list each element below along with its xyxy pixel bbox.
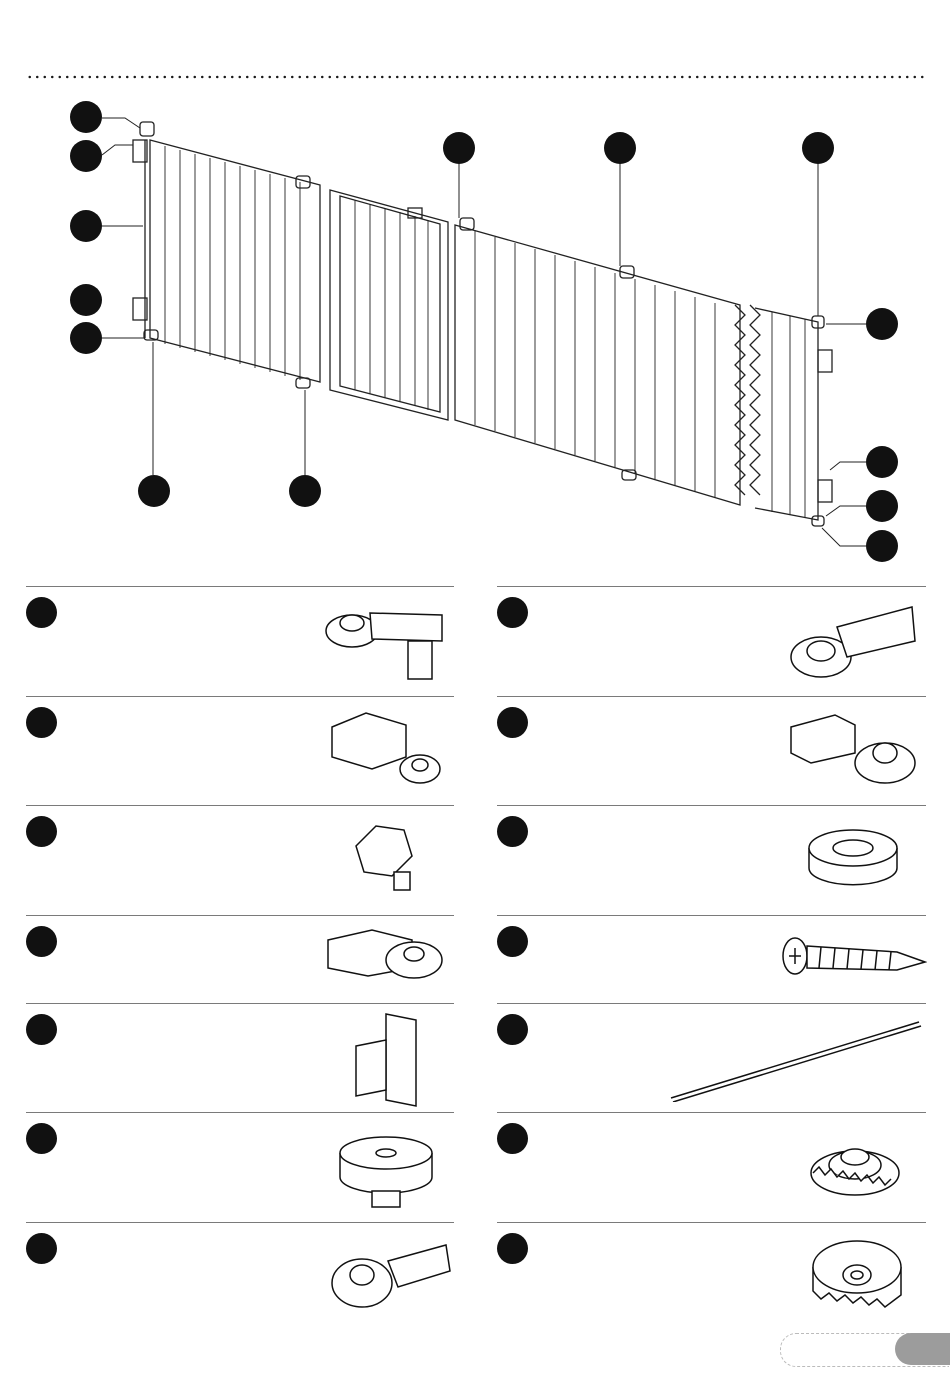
part-marker (26, 1014, 57, 1045)
round-foot-icon (332, 1133, 442, 1213)
part-marker (26, 926, 57, 957)
pivot-bracket-icon (326, 1231, 456, 1311)
part-cell (497, 1112, 926, 1222)
serrated-cup-icon (807, 1231, 907, 1321)
part-marker (26, 1123, 57, 1154)
page-number-tab (895, 1333, 950, 1365)
part-cell (497, 805, 926, 915)
part-marker (26, 707, 57, 738)
part-cell (26, 696, 454, 806)
part-cell (26, 1112, 454, 1222)
wall-cup-icon (346, 1010, 426, 1108)
connector-bracket-icon (785, 707, 920, 792)
part-marker (497, 707, 528, 738)
screw-icon (777, 930, 927, 990)
rod-icon (667, 1018, 927, 1102)
part-cell (26, 586, 454, 696)
knob-screw-icon (346, 816, 426, 896)
part-cell (497, 1222, 926, 1332)
part-marker (26, 1233, 57, 1264)
serrated-gear-icon (807, 1129, 907, 1209)
gear-hinge-bracket-icon (322, 924, 452, 999)
part-marker (497, 1233, 528, 1264)
part-cell (497, 586, 926, 696)
part-marker (497, 926, 528, 957)
gate-assembly-illustration (0, 90, 950, 570)
part-cell (497, 1003, 926, 1113)
part-marker (497, 597, 528, 628)
part-cell (26, 1222, 454, 1332)
part-marker (497, 1123, 528, 1154)
clip-bracket-icon (326, 707, 446, 787)
dotted-separator (26, 75, 926, 79)
part-marker (497, 1014, 528, 1045)
part-cell (26, 1003, 454, 1113)
part-cell (26, 805, 454, 915)
part-marker (497, 816, 528, 847)
ring-cup-icon (803, 822, 903, 892)
part-marker (26, 597, 57, 628)
part-marker (26, 816, 57, 847)
gear-mount-bracket-icon (322, 601, 452, 681)
part-cell (497, 696, 926, 806)
swing-bracket-icon (787, 597, 922, 682)
